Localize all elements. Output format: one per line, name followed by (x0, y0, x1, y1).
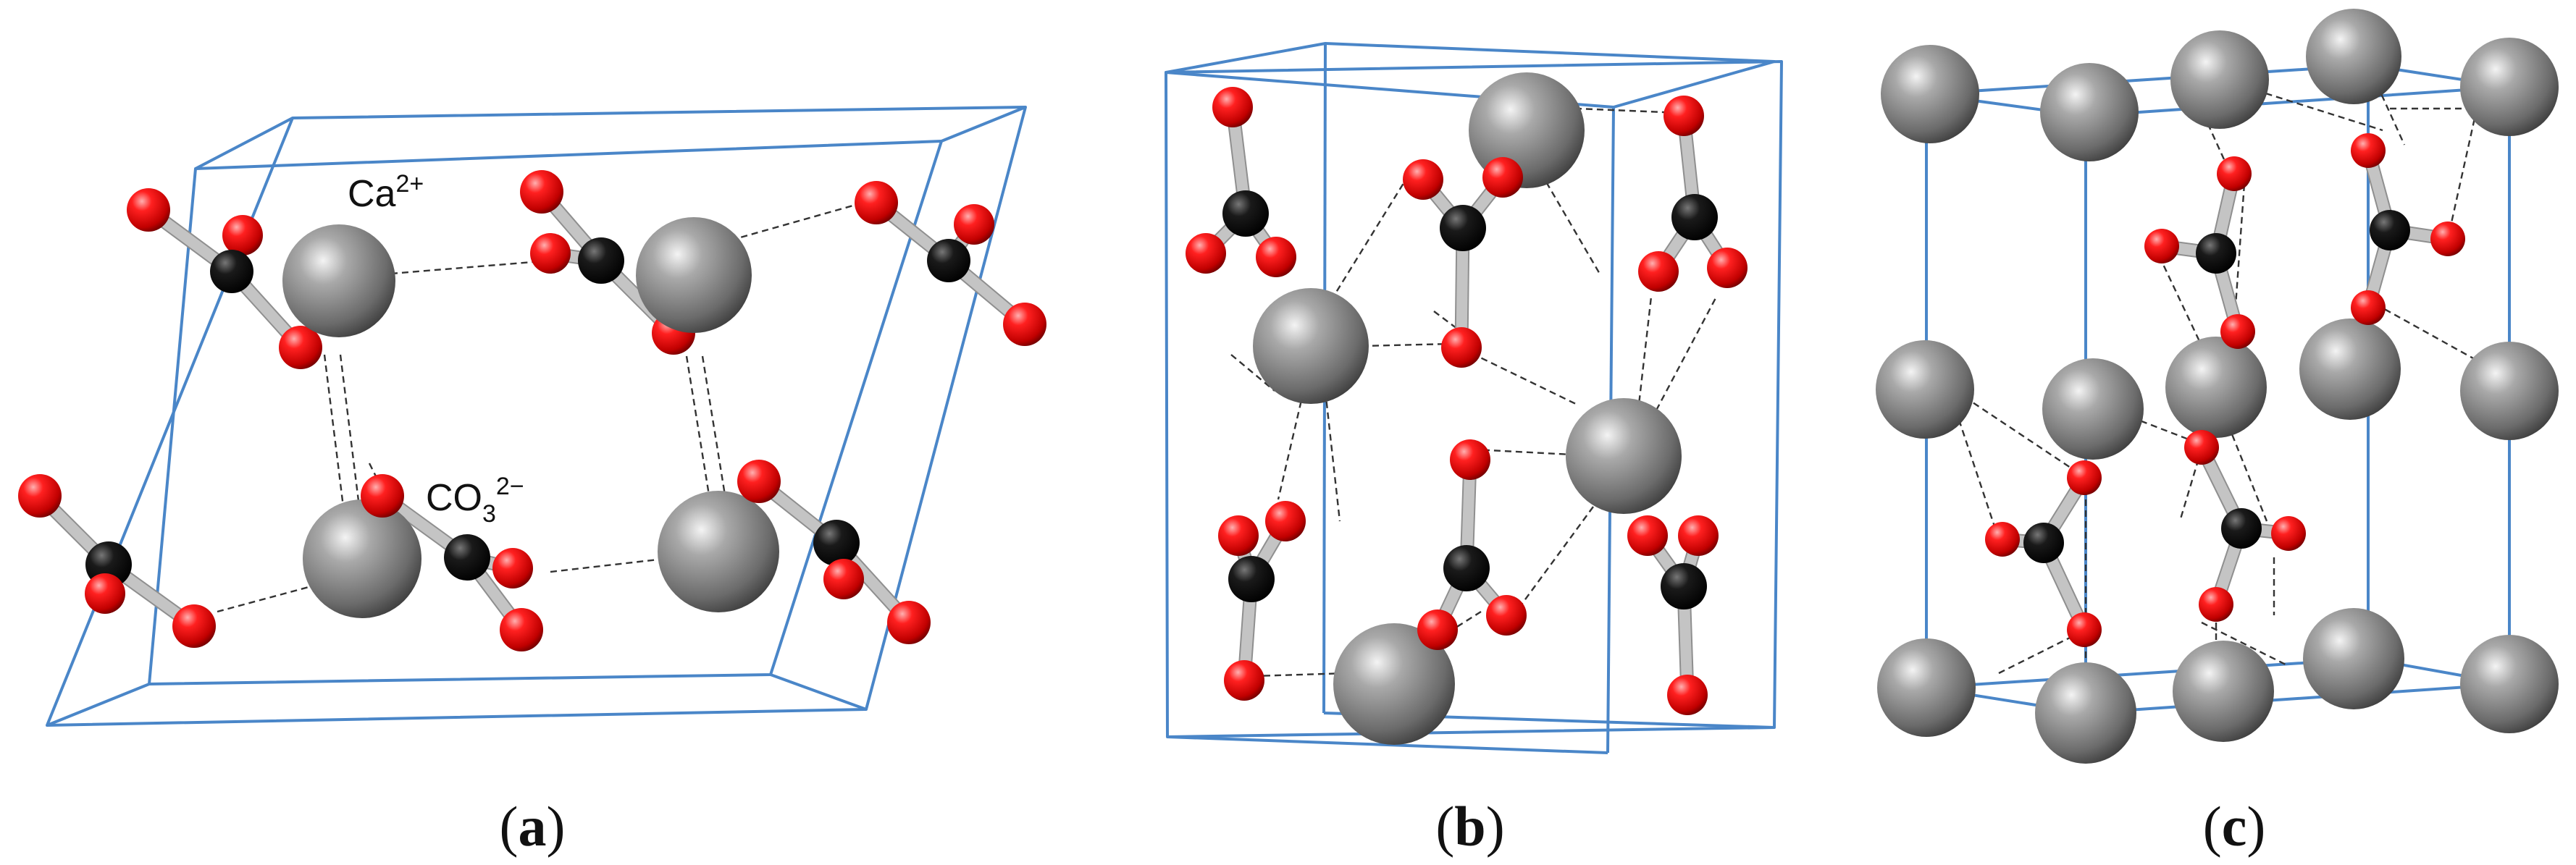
carbon-atom (1222, 190, 1269, 237)
oxygen-atom (1486, 595, 1527, 636)
calcium-ion (2042, 358, 2144, 460)
oxygen-atom (2217, 156, 2252, 191)
panel-b-bonds (1199, 100, 1734, 702)
oxygen-atom (1256, 237, 1296, 277)
oxygen-atom (2184, 430, 2219, 465)
oxygen-atom (1627, 515, 1668, 556)
calcium-ion (2165, 337, 2267, 438)
calcium-ion (1566, 398, 1682, 514)
calcium-ion (1877, 638, 1976, 737)
calcium-ion (2299, 318, 2401, 420)
carbon-atom (1440, 205, 1486, 251)
oxygen-atom (1707, 248, 1748, 288)
carbon-atom (813, 520, 860, 566)
panel-label-b: (b) (1435, 795, 1504, 858)
oxygen-atom (172, 604, 216, 648)
oxygen-atom (855, 181, 898, 224)
calcium-ion (1333, 623, 1455, 745)
oxygen-atom (1003, 303, 1046, 346)
carbon-atom (2370, 210, 2410, 250)
oxygen-atom (1417, 609, 1458, 650)
carbon-atom (1443, 545, 1490, 591)
oxygen-atom (2067, 460, 2102, 495)
oxygen-atom (2271, 516, 2306, 551)
oxygen-atom (1265, 501, 1306, 541)
oxygen-atom (2220, 314, 2255, 349)
oxygen-atom (222, 215, 263, 256)
calcium-ion (2303, 608, 2404, 709)
oxygen-atom (279, 326, 322, 369)
calcium-ion (2173, 641, 2274, 742)
calcium-ion (2460, 635, 2559, 733)
carbon-atom (2023, 523, 2064, 563)
oxygen-atom (1678, 515, 1719, 556)
oxygen-atom (2199, 587, 2233, 622)
oxygen-atom (1186, 233, 1226, 274)
oxygen-atom (492, 548, 533, 588)
oxygen-atom (127, 188, 170, 232)
oxygen-atom (2144, 229, 2179, 263)
oxygen-atom (18, 474, 62, 518)
calcium-ion (2460, 342, 2559, 440)
oxygen-atom (500, 608, 543, 651)
carbon-atom (1661, 563, 1707, 609)
panel-label-c: (c) (2203, 795, 2266, 858)
oxygen-atom (1638, 251, 1679, 292)
carbon-atom (444, 534, 490, 581)
calcium-ion (1253, 288, 1369, 404)
calcium-ion (2040, 63, 2139, 161)
carbon-atom (1671, 194, 1718, 240)
oxygen-atom (1403, 159, 1443, 200)
oxygen-atom (1450, 439, 1490, 480)
oxygen-atom (1218, 515, 1259, 556)
oxygen-atom (1667, 675, 1708, 715)
panel-label-a: (a) (500, 795, 566, 858)
calcium-ion (2460, 38, 2559, 136)
oxygen-atom (1224, 660, 1264, 701)
oxygen-atom (530, 233, 571, 274)
oxygen-atom (1664, 96, 1704, 136)
oxygen-atom (1985, 522, 2020, 557)
oxygen-atom (2430, 221, 2465, 256)
oxygen-atom (1441, 327, 1482, 368)
panel-a-structure: Ca2+ CO32− (18, 106, 1046, 727)
panel-a-unit-cell (46, 106, 1027, 727)
carbon-atom (210, 250, 253, 293)
calcium-ion (636, 217, 752, 333)
oxygen-atom (520, 170, 563, 214)
calcium-ion (1881, 45, 1979, 143)
oxygen-atom (361, 474, 404, 518)
oxygen-atom (2351, 133, 2386, 168)
carbon-atom (2196, 233, 2236, 274)
carbon-atom (1228, 556, 1275, 602)
oxygen-atom (737, 460, 781, 503)
calcium-ion (2306, 9, 2401, 104)
calcium-ion (1876, 340, 1974, 439)
oxygen-atom (1482, 157, 1523, 198)
carbon-atom (578, 237, 624, 284)
oxygen-atom (823, 559, 864, 599)
calcium-ion (303, 499, 421, 618)
carbon-atom (2221, 508, 2262, 549)
calcium-ion (2170, 30, 2269, 129)
panel-c-structure (1876, 9, 2559, 764)
calcium-ion-label: Ca2+ (348, 170, 424, 215)
oxygen-atom (85, 573, 125, 614)
calcium-ion (2035, 662, 2136, 764)
oxygen-atom (954, 204, 994, 245)
calcium-ion (282, 224, 395, 337)
panel-b-atoms (1186, 72, 1748, 745)
oxygen-atom (1212, 87, 1253, 127)
oxygen-atom (2067, 612, 2102, 647)
panel-a-atoms (18, 170, 1046, 651)
oxygen-atom (887, 601, 931, 644)
carbonate-ion-label: CO32− (426, 473, 524, 528)
panel-c-atoms (1876, 9, 2559, 764)
calcium-ion (658, 491, 779, 612)
carbon-atom (927, 239, 970, 282)
panel-b-structure (1165, 42, 1783, 754)
oxygen-atom (2351, 290, 2386, 325)
